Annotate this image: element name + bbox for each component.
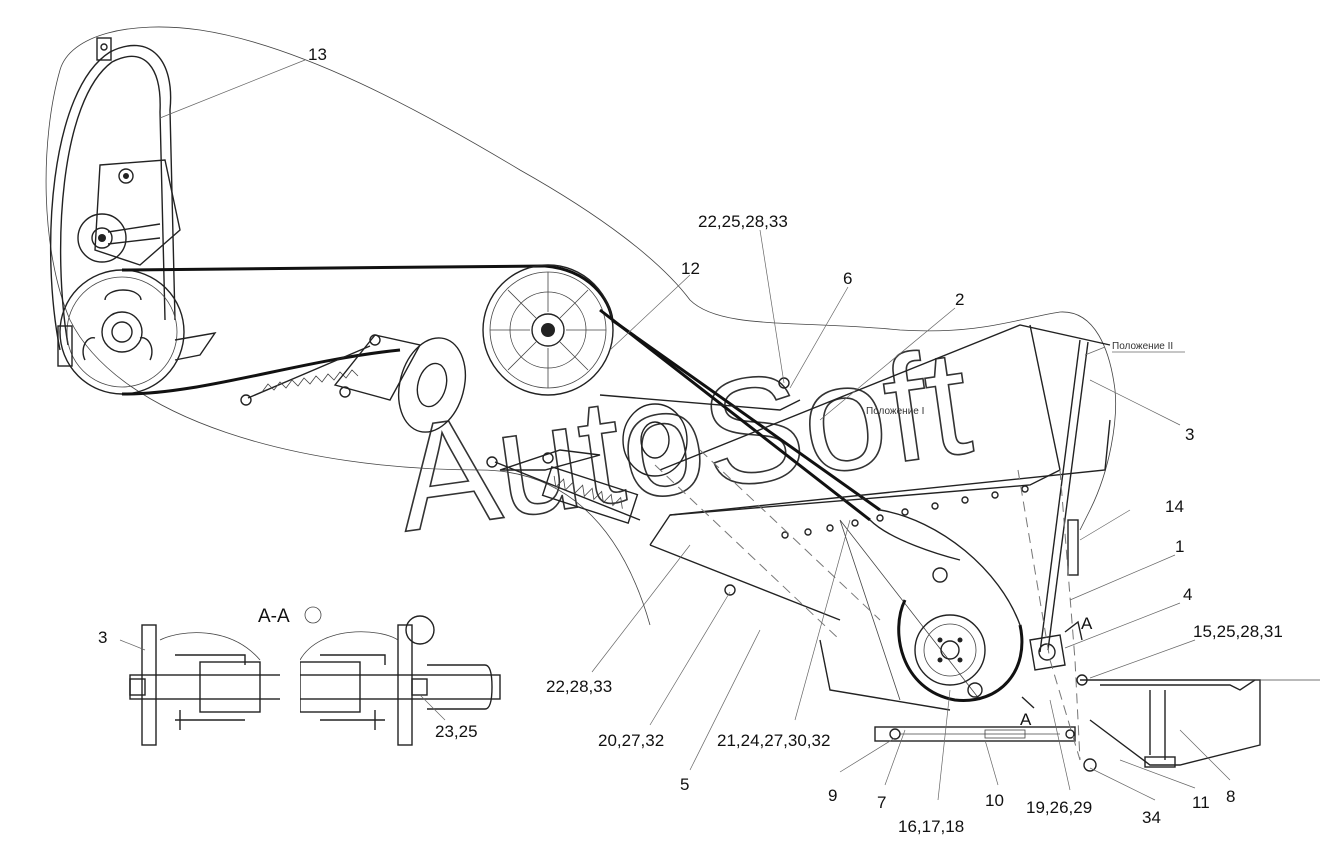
callout-23-25: 23,25 <box>435 722 478 741</box>
lower-drive-pulley <box>897 567 1024 702</box>
callout-1: 1 <box>1175 537 1184 556</box>
section-cut-marker <box>1021 620 1083 709</box>
section-marker-bottom: А <box>1020 710 1032 729</box>
upper-bracket <box>96 37 112 61</box>
upper-idler-pulley <box>77 213 161 263</box>
feeder-housing <box>649 324 1111 711</box>
callout-6: 6 <box>843 269 852 288</box>
callout-19-26-29: 19,26,29 <box>1026 798 1092 817</box>
watermark: AutoSoft <box>386 317 979 563</box>
callout-3-right: 3 <box>1185 425 1194 444</box>
inclined-belt-inner <box>611 318 881 512</box>
callout-4: 4 <box>1183 585 1192 604</box>
lower-tension-rod <box>874 726 1076 742</box>
tension-spring-lower <box>486 456 641 525</box>
callout-15-25-28-31: 15,25,28,31 <box>1193 622 1283 641</box>
fastener-6 <box>778 377 790 389</box>
callout-20-27-32: 20,27,32 <box>598 731 664 750</box>
right-mounting-bracket <box>1076 674 1320 772</box>
alternate-position-line-2 <box>699 449 881 621</box>
callout-22-28-33: 22,28,33 <box>546 677 612 696</box>
machine-outline <box>45 26 1116 626</box>
callout-12: 12 <box>681 259 700 278</box>
callout-5: 5 <box>680 775 689 794</box>
tensioner-pulley-right <box>622 403 688 477</box>
callout-13: 13 <box>308 45 327 64</box>
callout-21-24-27-30-32: 21,24,27,30,32 <box>717 731 830 750</box>
left-drive-pulley <box>57 269 217 395</box>
position-1-label: Положение I <box>866 406 924 417</box>
section-marker-top: А <box>1081 614 1093 633</box>
fastener-lower-left <box>724 584 736 596</box>
callout-7: 7 <box>877 793 886 812</box>
callout-16-17-18: 16,17,18 <box>898 817 964 836</box>
link-rod <box>599 394 801 411</box>
bolt-row <box>781 485 1029 539</box>
callout-22-25-28-33: 22,25,28,33 <box>698 212 788 231</box>
section-title: А-А <box>258 606 290 627</box>
center-pulley <box>482 264 614 396</box>
leader-lines <box>119 59 1231 801</box>
callout-14: 14 <box>1165 497 1184 516</box>
position-2-label: Положение II <box>1112 341 1173 352</box>
callout-2: 2 <box>955 290 964 309</box>
callout-8: 8 <box>1226 787 1235 806</box>
alternate-position-line <box>654 464 841 641</box>
tension-spring-upper <box>240 345 371 406</box>
callout-34: 34 <box>1142 808 1161 827</box>
callout-3-section: 3 <box>98 628 107 647</box>
upper-chain-assembly <box>49 37 181 351</box>
right-lever-assembly <box>1017 339 1089 761</box>
callout-9: 9 <box>828 786 837 805</box>
callout-10: 10 <box>985 791 1004 810</box>
section-view-aa <box>129 606 501 746</box>
callout-11: 11 <box>1192 793 1210 812</box>
tensioner-pulley-left <box>397 337 467 433</box>
